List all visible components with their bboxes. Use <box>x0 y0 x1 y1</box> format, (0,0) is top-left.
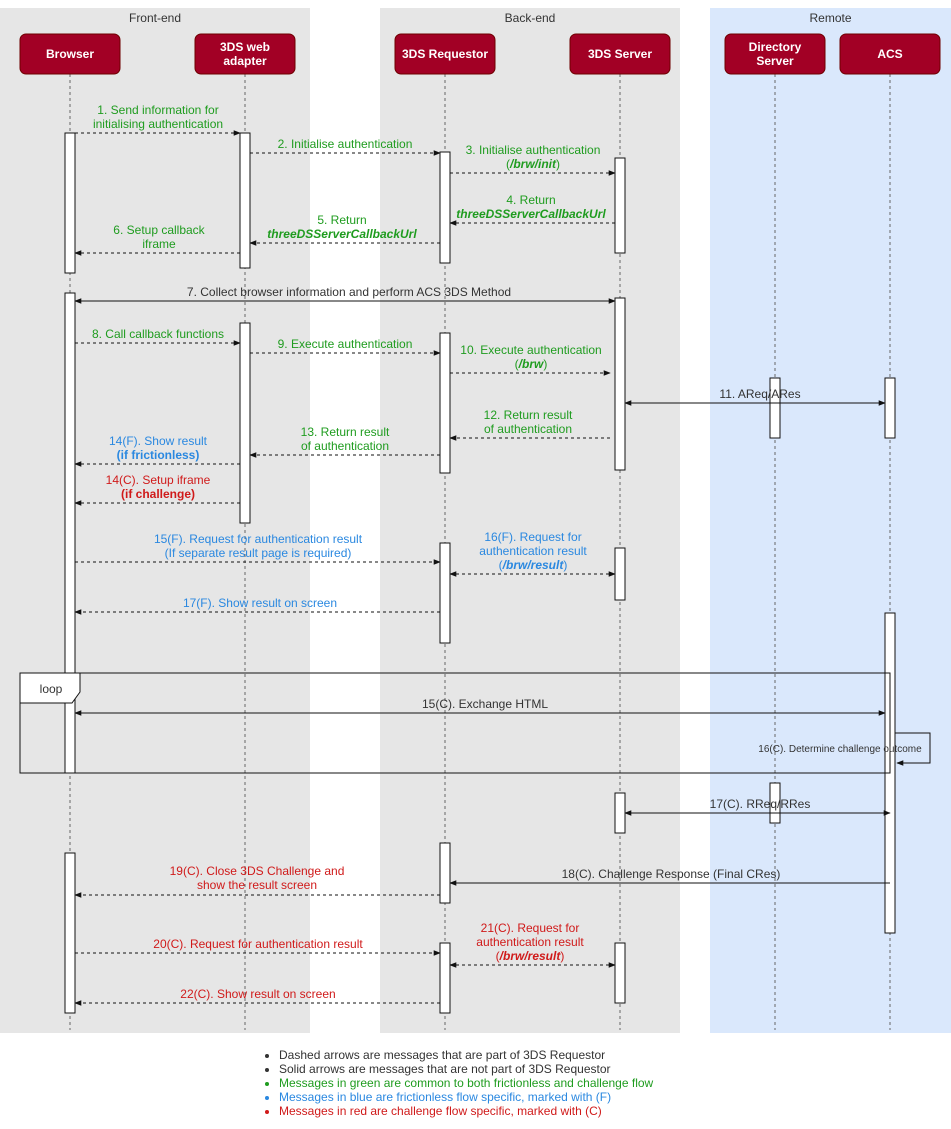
label-m3: 3. Initialise authentication(/brw/init) <box>466 143 601 171</box>
label-m14c: 14(C). Setup iframe(if challenge) <box>106 473 211 501</box>
participant-box <box>194 33 296 75</box>
activation-browser <box>64 852 76 1014</box>
participant-box <box>839 33 941 75</box>
participant-box <box>19 33 121 75</box>
activation-browser <box>64 132 76 274</box>
legend-item-dashed: Dashed arrows are messages that are part… <box>279 1048 653 1062</box>
legend-item-red: Messages in red are challenge flow speci… <box>279 1104 653 1118</box>
activation-server <box>614 547 626 601</box>
label-m8: 8. Call callback functions <box>92 327 224 341</box>
label-m15c: 15(C). Exchange HTML <box>422 697 548 711</box>
sequence-diagram: Front-end Back-end Remote 1. Send informat… <box>0 8 951 1033</box>
legend: Dashed arrows are messages that are part… <box>262 1048 653 1118</box>
label-m16c: 16(C). Determine challenge outcome <box>758 744 922 755</box>
activation-requestor <box>439 942 451 1014</box>
label-m20c: 20(C). Request for authentication result <box>153 937 363 951</box>
label-m17c: 17(C). RReq/RRes <box>710 797 811 811</box>
activation-requestor <box>439 151 451 264</box>
lane-remote <box>710 8 951 1033</box>
activation-server <box>614 297 626 471</box>
loop-tab <box>19 672 81 704</box>
label-m18c: 18(C). Challenge Response (Final CRes) <box>562 867 781 881</box>
lane-frontend <box>0 8 310 1033</box>
participant-box <box>569 33 671 75</box>
participant-requestor: 3DS Requestor <box>394 33 496 75</box>
participant-label: 3DS Server <box>588 47 652 61</box>
activation-requestor <box>439 542 451 644</box>
activation-adapter <box>239 132 251 269</box>
label-m14f: 14(F). Show result(if frictionless) <box>109 434 208 462</box>
legend-item-blue: Messages in blue are frictionless flow s… <box>279 1090 653 1104</box>
participant-acs: ACS <box>839 33 941 75</box>
activation-server <box>614 157 626 254</box>
label-m22c: 22(C). Show result on screen <box>180 987 335 1001</box>
lane-title-backend: Back-end <box>505 11 556 25</box>
participant-label: ACS <box>877 47 902 61</box>
legend-item-solid: Solid arrows are messages that are not p… <box>279 1062 653 1076</box>
legend-item-green: Messages in green are common to both fri… <box>279 1076 653 1090</box>
lane-title-frontend: Front-end <box>129 11 181 25</box>
activation-adapter <box>239 322 251 524</box>
lane-backend <box>380 8 680 1033</box>
label-m9: 9. Execute authentication <box>278 337 413 351</box>
activation-acs <box>884 377 896 439</box>
participant-label: 3DS Requestor <box>402 47 488 61</box>
activation-requestor <box>439 842 451 904</box>
participant-box <box>394 33 496 75</box>
loop-frame <box>19 672 891 774</box>
label-m11: 11. AReq/ARes <box>719 387 800 401</box>
label-m15f: 15(F). Request for authentication result… <box>154 532 363 560</box>
activation-requestor <box>439 332 451 474</box>
activation-server <box>614 942 626 1004</box>
activation-ds <box>769 782 781 824</box>
label-m2: 2. Initialise authentication <box>278 137 413 151</box>
activation-server <box>614 792 626 834</box>
label-loop: loop <box>40 682 63 696</box>
participant-server: 3DS Server <box>569 33 671 75</box>
label-m10: 10. Execute authentication(/brw) <box>460 343 601 371</box>
legend-text: Messages in red are challenge flow speci… <box>279 1104 602 1118</box>
legend-text: Messages in green are common to both fri… <box>279 1076 654 1090</box>
legend-text: Messages in blue are frictionless flow s… <box>279 1090 612 1104</box>
legend-text: Dashed arrows are messages that are part… <box>279 1048 606 1062</box>
participant-browser: Browser <box>19 33 121 75</box>
legend-text: Solid arrows are messages that are not p… <box>279 1062 611 1076</box>
arrow-m16c <box>895 732 931 766</box>
participant-box <box>724 33 826 75</box>
lane-title-remote: Remote <box>809 11 851 25</box>
participant-label: Browser <box>46 47 94 61</box>
label-m17f: 17(F). Show result on screen <box>183 596 337 610</box>
label-m7: 7. Collect browser information and perfo… <box>187 285 511 299</box>
activation-ds <box>769 377 781 439</box>
